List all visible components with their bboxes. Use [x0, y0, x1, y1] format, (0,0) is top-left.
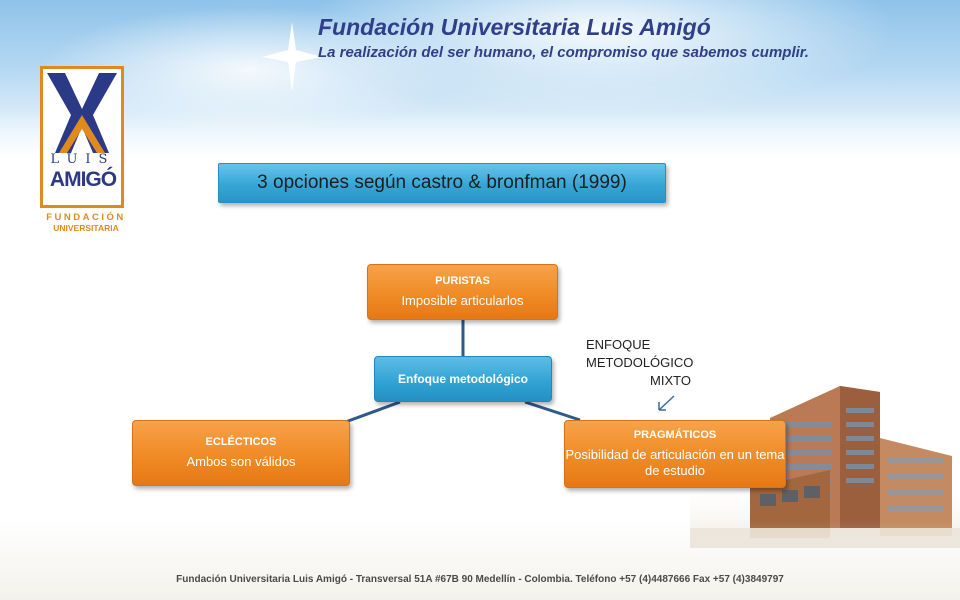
note-line-2: METODOLÓGICO — [586, 355, 694, 370]
footer-address: Fundación Universitaria Luis Amigó - Tra… — [176, 574, 784, 585]
logo-letters: LUIS — [50, 152, 116, 167]
logo-universitaria: UNIVERSITARIA — [53, 223, 119, 233]
node-puristas-body: Imposible articularlos — [401, 293, 524, 308]
node-eclecticos: ECLÉCTICOS Ambos son válidos — [132, 420, 350, 486]
note-line-1: ENFOQUE — [586, 337, 651, 352]
mixed-approach-note: ENFOQUE METODOLÓGICO MIXTO — [586, 336, 693, 390]
node-puristas-title: PURISTAS — [435, 275, 490, 287]
logo-frame — [40, 66, 124, 208]
connector-left — [339, 400, 401, 426]
arrow-down-left-icon — [658, 395, 675, 411]
node-pragmaticos-title: PRAGMÁTICOS — [633, 429, 717, 441]
slide-title-banner: 3 opciones según castro & bronfman (1999… — [218, 163, 666, 203]
logo-name: AMIGÓ — [49, 168, 117, 191]
node-pragmaticos-body: Posibilidad de articulación en un tema d… — [565, 447, 785, 478]
university-logo: LUIS AMIGÓ FUNDACIÓN UNIVERSITARIA — [36, 66, 136, 236]
node-eclecticos-title: ECLÉCTICOS — [205, 436, 277, 448]
footer-background — [0, 520, 960, 600]
node-puristas: PURISTAS Imposible articularlos — [367, 264, 558, 320]
diagram-center-node: Enfoque metodológico — [374, 356, 552, 402]
connector-right — [524, 400, 581, 422]
note-line-3: MIXTO — [650, 373, 691, 388]
header-subtitle: La realización del ser humano, el compro… — [318, 44, 809, 61]
logo-fundacion: FUNDACIÓN — [46, 212, 126, 223]
node-eclecticos-body: Ambos son válidos — [186, 454, 296, 469]
node-pragmaticos: PRAGMÁTICOS Posibilidad de articulación … — [564, 420, 786, 488]
star-icon — [262, 22, 322, 92]
header-title: Fundación Universitaria Luis Amigó — [318, 14, 711, 40]
logo-emblem-icon — [47, 73, 117, 153]
